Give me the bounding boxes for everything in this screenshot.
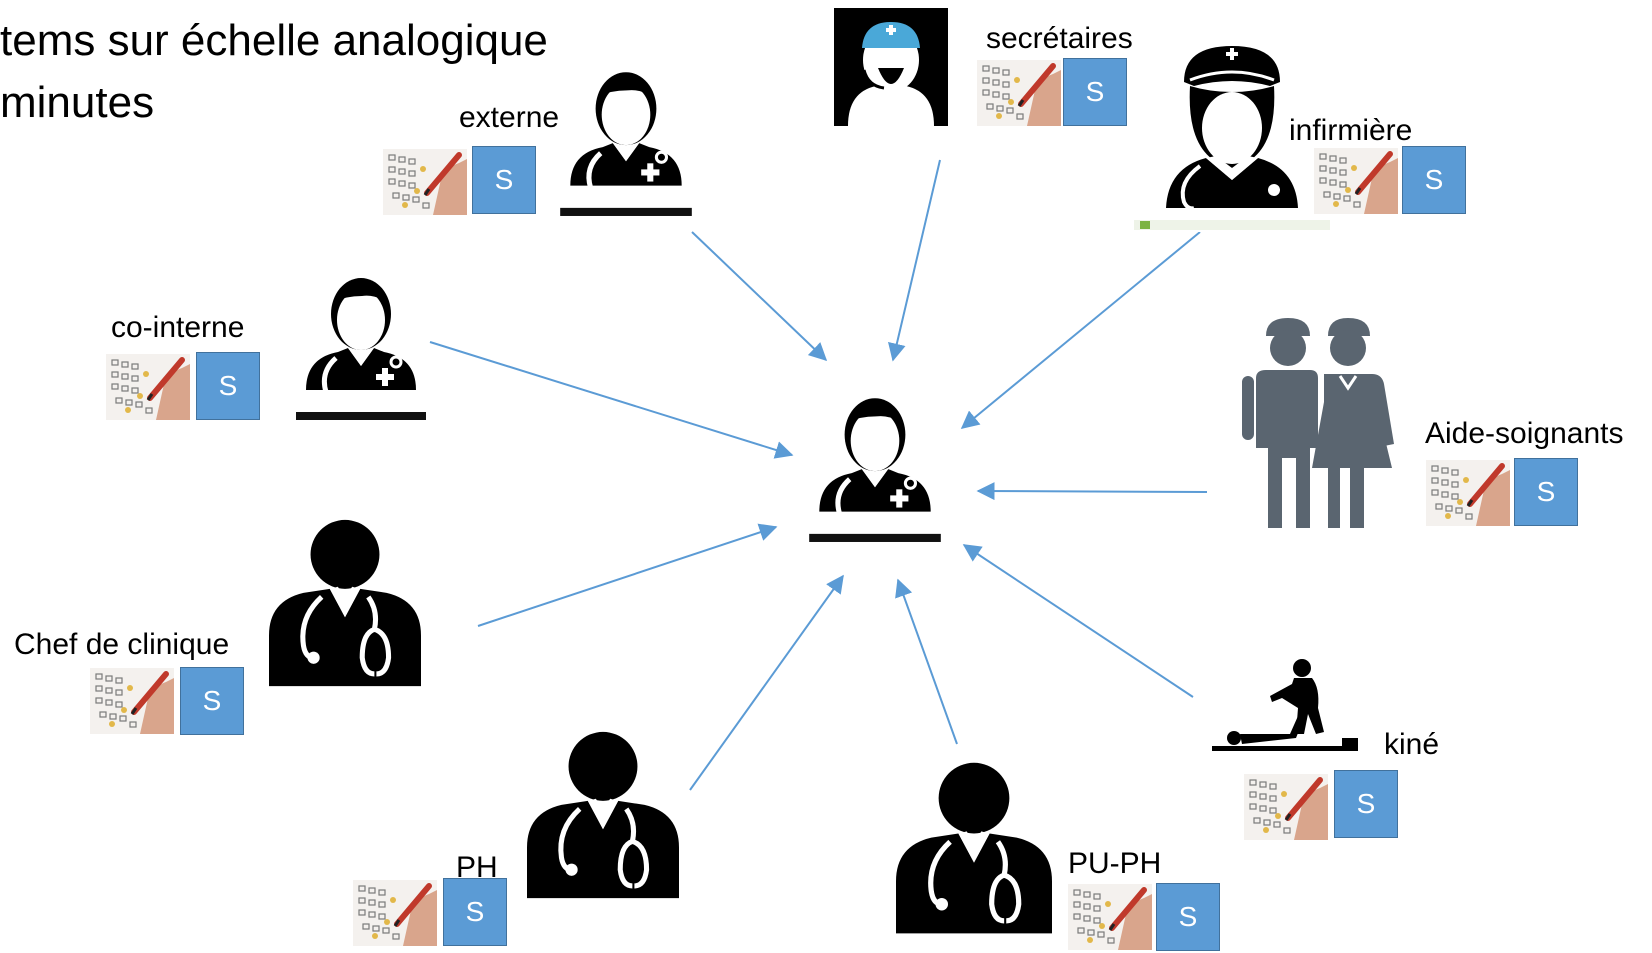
infirmiere-label: infirmière xyxy=(1289,114,1413,147)
kine-badge: S xyxy=(1334,770,1398,838)
chef-de-clinique-label: Chef de clinique xyxy=(14,628,230,661)
externe-label: externe xyxy=(459,101,560,134)
pu-ph-icon xyxy=(896,758,1052,936)
secretaires-label: secrétaires xyxy=(986,22,1133,55)
infirmiere-badge: S xyxy=(1402,146,1466,214)
chef-de-clinique-badge: S xyxy=(180,667,244,735)
kine-icon xyxy=(1212,658,1362,758)
externe-badge: S xyxy=(472,146,536,214)
secretaires-badge: S xyxy=(1063,58,1127,126)
chef-de-clinique-icon xyxy=(269,512,421,692)
co-interne-icon xyxy=(294,262,428,422)
infirmiere-survey-icon xyxy=(1314,148,1398,214)
arrow-from-externe xyxy=(691,231,828,362)
externe-survey-icon xyxy=(383,149,467,215)
headline-line-2: minutes xyxy=(0,78,155,127)
arrow-from-chef-de-clinique xyxy=(477,523,778,627)
arrow-from-aide-soignants xyxy=(976,482,1208,501)
arrow-from-kine xyxy=(962,544,1194,698)
chef-de-clinique-survey-icon xyxy=(90,668,174,734)
arrow-from-ph xyxy=(689,574,844,791)
co-interne-badge: S xyxy=(196,352,260,420)
ph-survey-icon xyxy=(353,880,437,946)
aide-soignants-icon xyxy=(1236,318,1396,532)
headline-line-1: tems sur échelle analogique xyxy=(0,16,548,65)
aide-soignants-label: Aide-soignants xyxy=(1425,417,1624,450)
aide-soignants-badge: S xyxy=(1514,458,1578,526)
kine-label: kiné xyxy=(1384,728,1440,761)
arrow-from-secretaires xyxy=(888,159,941,362)
kine-survey-icon xyxy=(1244,774,1328,840)
externe-icon xyxy=(556,56,696,218)
pu-ph-label: PU-PH xyxy=(1068,847,1162,880)
ph-icon xyxy=(527,724,679,904)
co-interne-label: co-interne xyxy=(111,311,245,344)
arrow-from-co-interne xyxy=(429,341,794,459)
pu-ph-survey-icon xyxy=(1068,884,1152,950)
ph-badge: S xyxy=(443,878,507,946)
arrow-from-infirmiere xyxy=(960,231,1201,429)
secretary-icon xyxy=(834,8,948,126)
co-interne-survey-icon xyxy=(106,354,190,420)
nurse-icon xyxy=(1134,40,1330,232)
secretaires-survey-icon xyxy=(977,60,1061,126)
center-intern-icon xyxy=(806,382,944,544)
arrow-from-pu-ph xyxy=(895,578,958,745)
aide-soignants-survey-icon xyxy=(1426,460,1510,526)
pu-ph-badge: S xyxy=(1156,883,1220,951)
